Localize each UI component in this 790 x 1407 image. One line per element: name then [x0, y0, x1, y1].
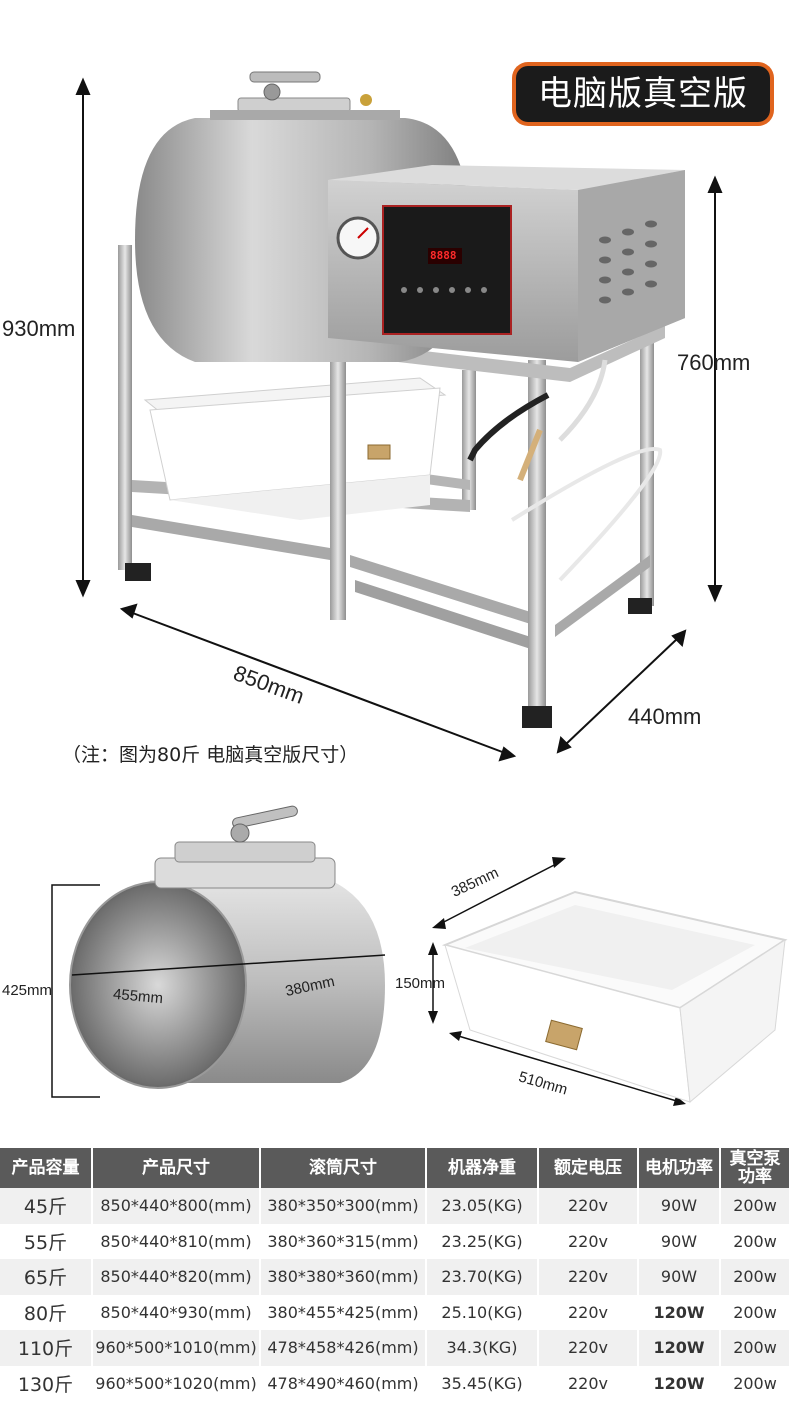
header-voltage: 额定电压: [538, 1148, 639, 1188]
cell-voltage: 220v: [538, 1294, 639, 1330]
cell-pump: 200w: [720, 1294, 790, 1330]
cell-pump: 200w: [720, 1188, 790, 1224]
cell-capacity: 130斤: [0, 1365, 93, 1401]
cell-weight: 25.10(KG): [426, 1294, 539, 1330]
cell-drum: 380*360*315(mm): [260, 1223, 427, 1259]
cell-weight: 35.45(KG): [426, 1365, 539, 1401]
cell-motor: 120W: [638, 1365, 721, 1401]
cell-drum: 380*380*360(mm): [260, 1259, 427, 1295]
cell-motor: 120W: [638, 1330, 721, 1366]
cell-weight: 23.70(KG): [426, 1259, 539, 1295]
table-row: 80斤 850*440*930(mm) 380*455*425(mm) 25.1…: [0, 1294, 790, 1330]
cell-voltage: 220v: [538, 1259, 639, 1295]
table-row: 130斤 960*500*1020(mm) 478*490*460(mm) 35…: [0, 1365, 790, 1401]
dim-tray-height: 150mm: [395, 975, 446, 992]
size-note: （注：图为80斤 电脑真空版尺寸）: [62, 744, 359, 766]
product-illustration: [51, 71, 788, 1106]
vacuum-tumbler-machine: [118, 71, 685, 728]
table-row: 65斤 850*440*820(mm) 380*380*360(mm) 23.7…: [0, 1259, 790, 1295]
dim-drum-height: 425mm: [2, 982, 53, 999]
version-badge: 电脑版真空版: [512, 62, 774, 126]
cell-weight: 34.3(KG): [426, 1330, 539, 1366]
cell-size: 960*500*1020(mm): [92, 1365, 261, 1401]
tray-detail: [428, 857, 788, 1106]
cell-voltage: 220v: [538, 1365, 639, 1401]
cell-motor: 90W: [638, 1223, 721, 1259]
cell-motor: 90W: [638, 1259, 721, 1295]
spec-table-header: 产品容量 产品尺寸 滚筒尺寸 机器净重 额定电压 电机功率 真空泵 功率: [0, 1148, 790, 1188]
dim-height-total: 930mm: [2, 316, 76, 341]
cell-voltage: 220v: [538, 1330, 639, 1366]
header-motor: 电机功率: [638, 1148, 721, 1188]
table-row: 110斤 960*500*1010(mm) 478*458*426(mm) 34…: [0, 1330, 790, 1366]
header-pump: 真空泵 功率: [720, 1148, 790, 1188]
arrow-width: [119, 603, 517, 762]
header-drum: 滚筒尺寸: [260, 1148, 427, 1188]
table-row: 45斤 850*440*800(mm) 380*350*300(mm) 23.0…: [0, 1188, 790, 1224]
cell-pump: 200w: [720, 1259, 790, 1295]
cell-drum: 380*455*425(mm): [260, 1294, 427, 1330]
cell-capacity: 45斤: [0, 1188, 93, 1224]
cell-voltage: 220v: [538, 1223, 639, 1259]
cell-capacity: 55斤: [0, 1223, 93, 1259]
dim-height-frame: 760mm: [677, 350, 751, 375]
version-badge-label: 电脑版真空版: [516, 66, 770, 122]
header-size: 产品尺寸: [92, 1148, 261, 1188]
cell-size: 850*440*930(mm): [92, 1294, 261, 1330]
table-row: 55斤 850*440*810(mm) 380*360*315(mm) 23.2…: [0, 1223, 790, 1259]
arrow-height-total: [75, 77, 91, 598]
panel-display: 8888: [430, 249, 457, 262]
header-weight: 机器净重: [426, 1148, 539, 1188]
arrow-depth: [556, 629, 687, 754]
dim-depth: 440mm: [628, 704, 702, 729]
header-pump-line2: 功率: [738, 1167, 772, 1187]
cell-motor: 90W: [638, 1188, 721, 1224]
cell-voltage: 220v: [538, 1188, 639, 1224]
cell-pump: 200w: [720, 1330, 790, 1366]
spec-table: 产品容量 产品尺寸 滚筒尺寸 机器净重 额定电压 电机功率 真空泵 功率 45斤…: [0, 1148, 790, 1401]
cell-size: 850*440*810(mm): [92, 1223, 261, 1259]
cell-pump: 200w: [720, 1223, 790, 1259]
header-capacity: 产品容量: [0, 1148, 93, 1188]
drum-detail: [51, 805, 386, 1098]
header-pump-line1: 真空泵: [729, 1149, 781, 1169]
cell-capacity: 110斤: [0, 1330, 93, 1366]
cell-size: 850*440*820(mm): [92, 1259, 261, 1295]
cell-motor: 120W: [638, 1294, 721, 1330]
cell-weight: 23.25(KG): [426, 1223, 539, 1259]
cell-size: 850*440*800(mm): [92, 1188, 261, 1224]
cell-capacity: 80斤: [0, 1294, 93, 1330]
cell-capacity: 65斤: [0, 1259, 93, 1295]
cell-weight: 23.05(KG): [426, 1188, 539, 1224]
cell-drum: 478*490*460(mm): [260, 1365, 427, 1401]
cell-drum: 380*350*300(mm): [260, 1188, 427, 1224]
cell-size: 960*500*1010(mm): [92, 1330, 261, 1366]
arrow-height-frame: [707, 175, 723, 603]
cell-drum: 478*458*426(mm): [260, 1330, 427, 1366]
cell-pump: 200w: [720, 1365, 790, 1401]
